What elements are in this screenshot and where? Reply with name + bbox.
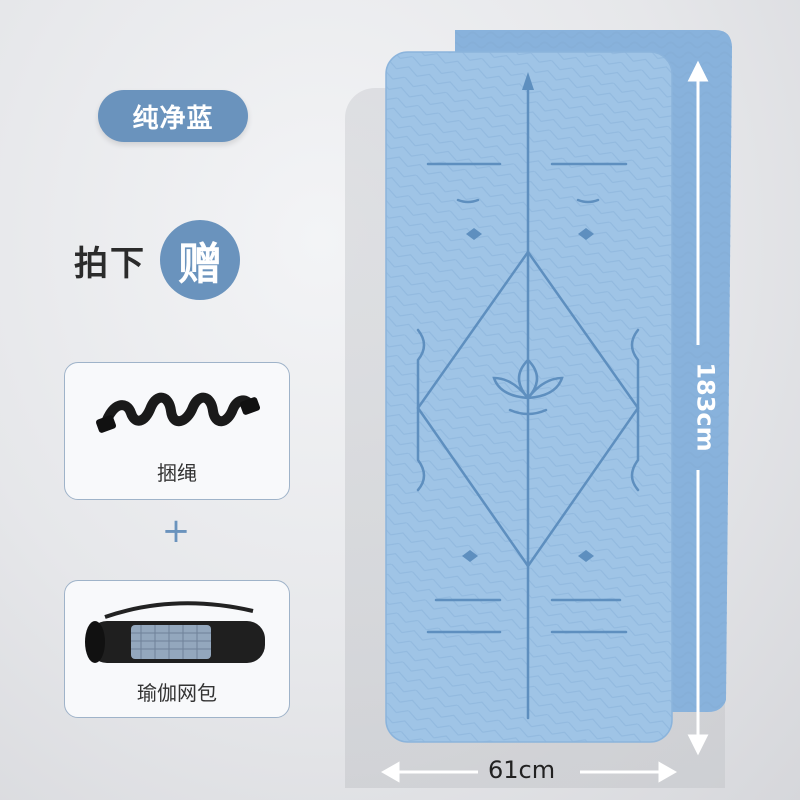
product-color-tag-label: 纯净蓝 (132, 103, 214, 134)
gift-card-bag-label: 瑜伽网包 (137, 681, 217, 705)
gift-card-bag: 瑜伽网包 (64, 580, 290, 718)
mesh-bag-icon (85, 601, 265, 663)
product-color-tag: 纯净蓝 (98, 90, 248, 142)
gift-card-strap-label: 捆绳 (157, 461, 197, 485)
promo-row: 拍下 赠 (74, 220, 240, 300)
strap-icon (95, 392, 261, 433)
gift-badge-char: 赠 (178, 239, 222, 290)
width-dimension-arrow (380, 761, 678, 783)
height-dimension: 183cm (676, 352, 736, 462)
plus-icon: + (161, 511, 191, 551)
mat-front (385, 51, 673, 743)
height-dimension-label: 183cm (692, 362, 720, 452)
height-dimension-arrow (687, 60, 709, 756)
gift-badge: 赠 (160, 220, 240, 300)
width-dimension-label: 61cm (488, 756, 556, 784)
promo-text: 拍下 (74, 243, 146, 284)
gift-card-strap: 捆绳 (64, 362, 290, 500)
